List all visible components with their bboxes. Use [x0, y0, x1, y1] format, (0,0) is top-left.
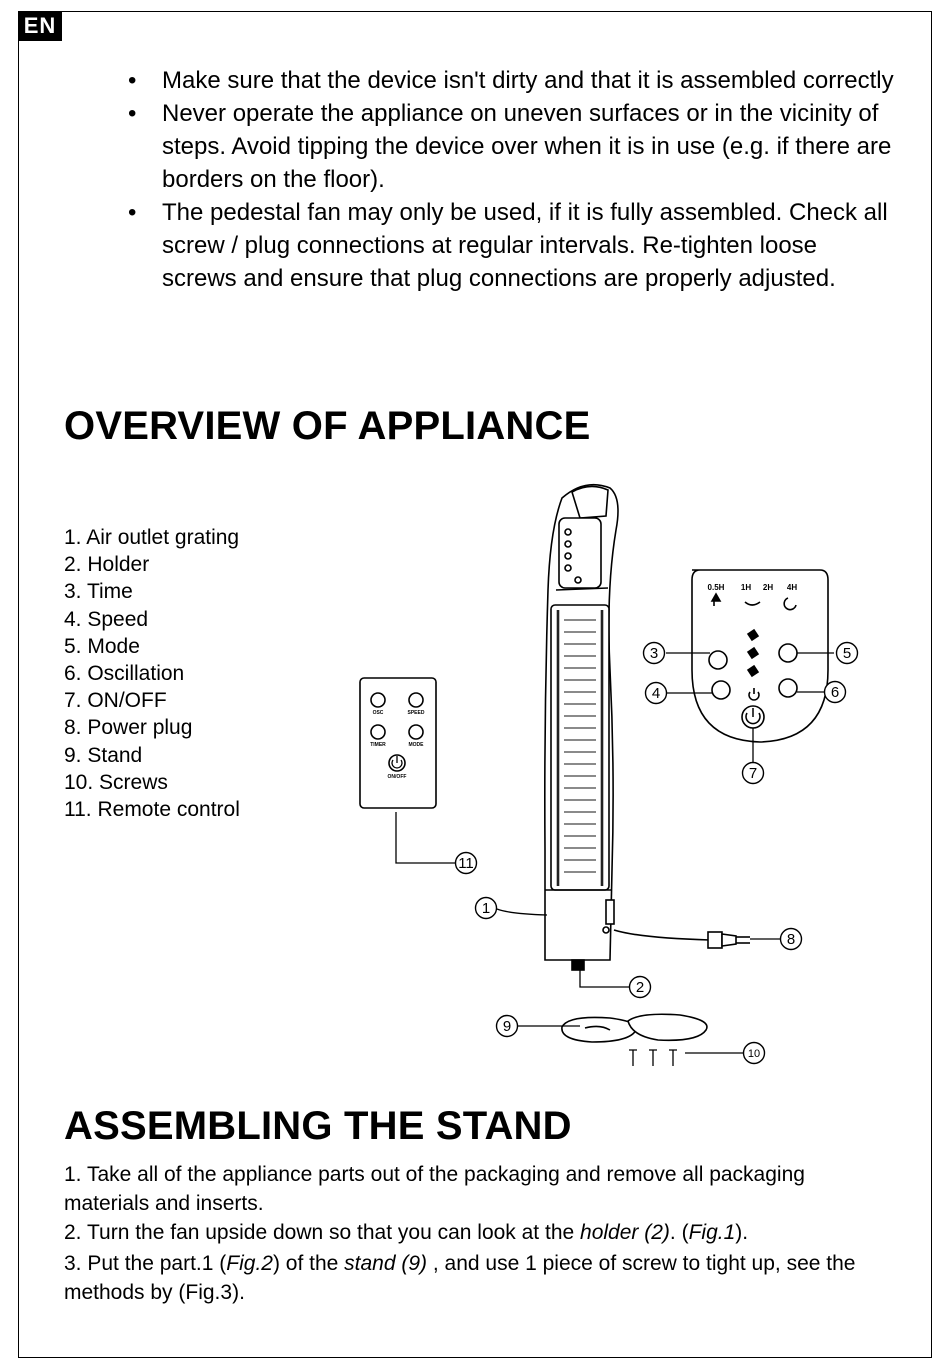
- power-plug-illustration: [613, 929, 750, 949]
- part-item: 11. Remote control: [64, 798, 240, 822]
- safety-bullet: The pedestal fan may only be used, if it…: [125, 196, 895, 295]
- safety-bullet: Never operate the appliance on uneven su…: [125, 97, 895, 196]
- part-item: 3. Time: [64, 580, 133, 604]
- remote-label-speed: SPEED: [408, 710, 425, 716]
- assembly-steps: 1. Take all of the appliance parts out o…: [64, 1160, 894, 1307]
- step3-text: , and use 1 piece of screw to tight up, …: [64, 1252, 856, 1304]
- part-item: 4. Speed: [64, 607, 149, 631]
- parts-list: 1. Air outlet grating 2. Holder 3. Time …: [64, 524, 240, 823]
- step3-text: ) of the: [272, 1252, 345, 1275]
- assembly-step-3: 3. Put the part.1 (Fig.2) of the stand (…: [64, 1249, 894, 1307]
- step2-text: . (: [669, 1221, 689, 1244]
- step3-stand-ref: stand (9): [344, 1252, 428, 1275]
- remote-label-osc: OSC: [373, 710, 384, 716]
- callout-2: 2: [636, 979, 644, 996]
- overview-heading: OVERVIEW OF APPLIANCE: [64, 404, 591, 448]
- step2-fig-ref: Fig.1: [688, 1221, 736, 1244]
- panel-timer-label: 1H: [741, 583, 751, 592]
- remote-label-mode: MODE: [409, 742, 425, 748]
- callout-10: 10: [748, 1048, 760, 1060]
- step3-text: 3. Put the part.1 (: [64, 1252, 227, 1275]
- part-item: 5. Mode: [64, 634, 140, 658]
- assembling-heading: ASSEMBLING THE STAND: [64, 1104, 572, 1148]
- stand-illustration: [561, 1013, 708, 1043]
- tower-fan-illustration: [544, 483, 619, 971]
- remote-control-illustration: [359, 677, 437, 809]
- part-item: 6. Oscillation: [64, 662, 185, 686]
- callout-6: 6: [831, 684, 839, 701]
- safety-bullet: Make sure that the device isn't dirty an…: [125, 64, 895, 97]
- part-item: 1. Air outlet grating: [64, 526, 240, 549]
- callout-7: 7: [749, 765, 757, 782]
- page-frame: [18, 11, 932, 1358]
- callout-8: 8: [787, 931, 795, 948]
- part-item: 7. ON/OFF: [64, 689, 167, 713]
- assembly-step-1: 1. Take all of the appliance parts out o…: [64, 1163, 805, 1215]
- appliance-diagram: 1 2 3 4 5 6 7 8 9 10 11 0.5H 1H 2H 4H OS…: [359, 483, 859, 1066]
- step2-text: 2. Turn the fan upside down so that you …: [64, 1221, 581, 1244]
- remote-label-timer: TIMER: [370, 742, 386, 748]
- part-item: 2. Holder: [64, 553, 150, 577]
- callout-4: 4: [652, 685, 660, 702]
- callout-1: 1: [482, 900, 490, 917]
- assembly-step-2: 2. Turn the fan upside down so that you …: [64, 1218, 894, 1247]
- callout-9: 9: [503, 1018, 511, 1035]
- panel-timer-label: 4H: [787, 583, 797, 592]
- step3-fig-ref: Fig.2: [226, 1252, 273, 1275]
- part-item: 8. Power plug: [64, 716, 193, 740]
- step2-holder-ref: holder (2): [580, 1221, 670, 1244]
- callout-5: 5: [843, 645, 851, 662]
- step2-text: ).: [735, 1221, 749, 1244]
- control-panel-illustration: [691, 569, 829, 743]
- language-badge: EN: [18, 11, 62, 41]
- safety-bullet-list: Make sure that the device isn't dirty an…: [125, 64, 895, 295]
- part-item: 10. Screws: [64, 770, 168, 794]
- callout-11: 11: [458, 855, 474, 872]
- part-item: 9. Stand: [64, 743, 143, 767]
- callout-3: 3: [650, 645, 658, 662]
- panel-timer-label: 0.5H: [708, 583, 725, 592]
- screws-illustration: [629, 1049, 677, 1066]
- panel-timer-label: 2H: [763, 583, 773, 592]
- remote-label-onoff: ON/OFF: [388, 774, 407, 780]
